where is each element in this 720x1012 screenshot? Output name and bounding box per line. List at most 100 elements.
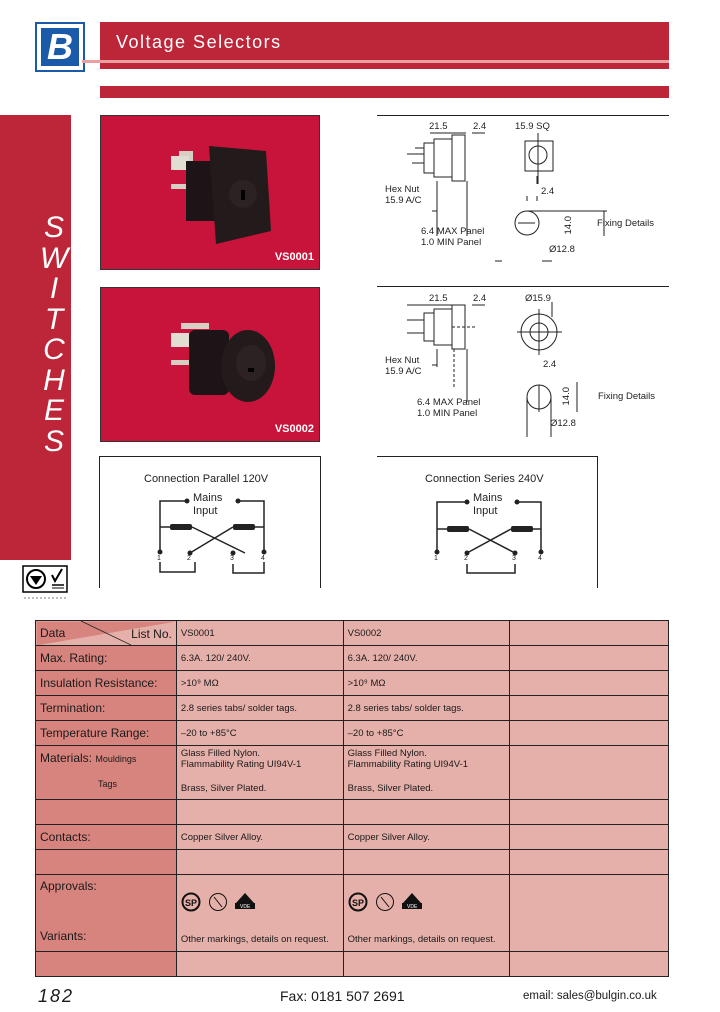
mouldings-line: Glass Filled Nylon. [180,748,261,759]
column-header-vs0001: VS0001 [175,620,344,646]
fix-height: 14.0 [563,216,574,235]
cell-empty [342,951,511,977]
title-stripe [82,60,669,63]
category-letter: C [43,333,65,366]
variants-text: Other markings, details on request. [180,934,329,945]
cell-value: 2.8 series tabs/ solder tags. [342,695,511,721]
row-label: Variants: [40,929,87,943]
pin-label: 4 [261,555,265,562]
pin-label: 2 [187,555,191,562]
panel-max: 6.4 MAX Panel [417,397,481,408]
table-header-row: Data List No. VS0001 VS0002 [35,620,669,646]
cell-empty [35,849,177,875]
cell-value: Copper Silver Alloy. [175,824,344,850]
table-row-approvals-variants: Approvals: Variants: SP VDE Other markin… [35,874,669,952]
panel-min: 1.0 MIN Panel [417,408,478,419]
dimension-drawing-vs0001: 21.5 2.4 15.9 SQ Hex Nut 15.9 A/C 2.4 6.… [377,115,669,276]
fix-key-dim: 2.4 [543,359,557,370]
wiring-diagram [157,498,267,574]
cell-empty [35,951,177,977]
connection-title: Connection Parallel 120V [144,473,269,485]
table-row-contacts: Contacts: Copper Silver Alloy. Copper Si… [35,824,669,850]
fixing-details-label: Fixing Details [597,218,655,229]
cell-empty [175,849,344,875]
pin-label: 1 [434,555,438,562]
hex-nut-label: Hex Nut [385,355,420,366]
cell-empty [509,720,669,746]
category-letter: S [43,211,64,244]
cell-value: 6.3A. 120/ 240V. [175,645,344,671]
cell-materials: Glass Filled Nylon. Flammability Rating … [342,745,511,800]
cell-approvals: SP VDE Other markings, details on reques… [342,874,511,952]
hex-nut-label: Hex Nut [385,184,420,195]
cell-empty [509,951,669,977]
cell-empty [509,745,669,800]
row-label: Max. Rating: [35,645,177,671]
fix-diameter: Ø12.8 [549,244,575,255]
certification-icon [22,565,68,599]
hex-nut-size: 15.9 A/C [385,366,422,377]
pin-label: 1 [157,555,161,562]
cell-approvals: SP VDE Other markings, details on reques… [175,874,344,952]
cell-value: 6.3A. 120/ 240V. [342,645,511,671]
page-title: Voltage Selectors [116,32,282,52]
technical-drawing [407,132,607,262]
pin-label: 3 [230,555,234,562]
svg-text:SP: SP [352,898,364,908]
cell-empty [175,799,344,825]
photo-label: VS0001 [274,251,314,263]
fix-height: 14.0 [561,387,572,406]
sub-label-tags: Tags [98,779,118,789]
switch-square-image [171,146,271,244]
s-mark-icon [208,893,227,911]
technical-drawing [407,302,578,437]
product-photo-vs0001: VS0001 [100,115,320,270]
panel-max: 6.4 MAX Panel [421,226,485,237]
vde-icon: VDE [234,893,255,910]
logo-letter: B [41,28,79,66]
dim-front: 15.9 SQ [515,121,550,132]
hex-nut-size: 15.9 A/C [385,195,422,206]
pin-label: 2 [464,555,468,562]
cell-empty [509,799,669,825]
table-row-termination: Termination: 2.8 series tabs/ solder tag… [35,695,669,721]
row-label: Contacts: [35,824,177,850]
svg-text:SP: SP [185,898,197,908]
cell-empty [509,645,669,671]
cell-empty [509,874,669,952]
product-photo-vs0002: VS0002 [100,287,320,442]
category-letter: E [43,394,64,427]
input-label: Input [473,505,498,517]
dim-flange: 2.4 [473,121,487,132]
vde-icon: VDE [401,893,422,910]
dimension-drawing-vs0002: 21.5 2.4 Ø15.9 Hex Nut 15.9 A/C 2.4 6.4 … [377,286,669,447]
cell-empty [509,849,669,875]
fix-diameter: Ø12.8 [550,418,576,429]
table-row-insulation: Insulation Resistance: >10⁹ MΩ >10⁹ MΩ [35,670,669,696]
specification-table: Data List No. VS0001 VS0002 Max. Rating:… [35,620,669,977]
mains-label: Mains [473,492,503,504]
header-corner-cell: Data List No. [35,620,177,646]
mouldings-line: Flammability Rating UI94V-1 [180,759,302,770]
approval-marks: SP VDE [181,892,255,912]
connection-parallel-diagram: Connection Parallel 120V Mains Input 1 2… [99,456,321,588]
panel-min: 1.0 MIN Panel [421,237,482,248]
mouldings-line: Glass Filled Nylon. [347,748,427,759]
approval-marks: SP VDE [348,892,422,912]
table-row-spacer [35,849,669,875]
dim-flange: 2.4 [473,293,487,304]
svg-text:VDE: VDE [407,904,418,910]
tags-line: Brass, Silver Plated. [347,783,434,794]
pin-label: 4 [538,555,542,562]
diagonal-divider [80,621,132,646]
switch-round-image [171,323,275,402]
data-label: Data [40,626,66,640]
table-row-spacer [35,799,669,825]
row-label: Materials: [40,751,93,765]
fix-key-dim: 2.4 [541,186,555,197]
category-label: S W I T C H E S [38,211,70,457]
fixing-details-label: Fixing Details [598,391,656,402]
email-address: email: sales@bulgin.co.uk [523,990,657,1002]
variants-text: Other markings, details on request. [347,934,496,945]
dim-length: 21.5 [429,121,448,132]
